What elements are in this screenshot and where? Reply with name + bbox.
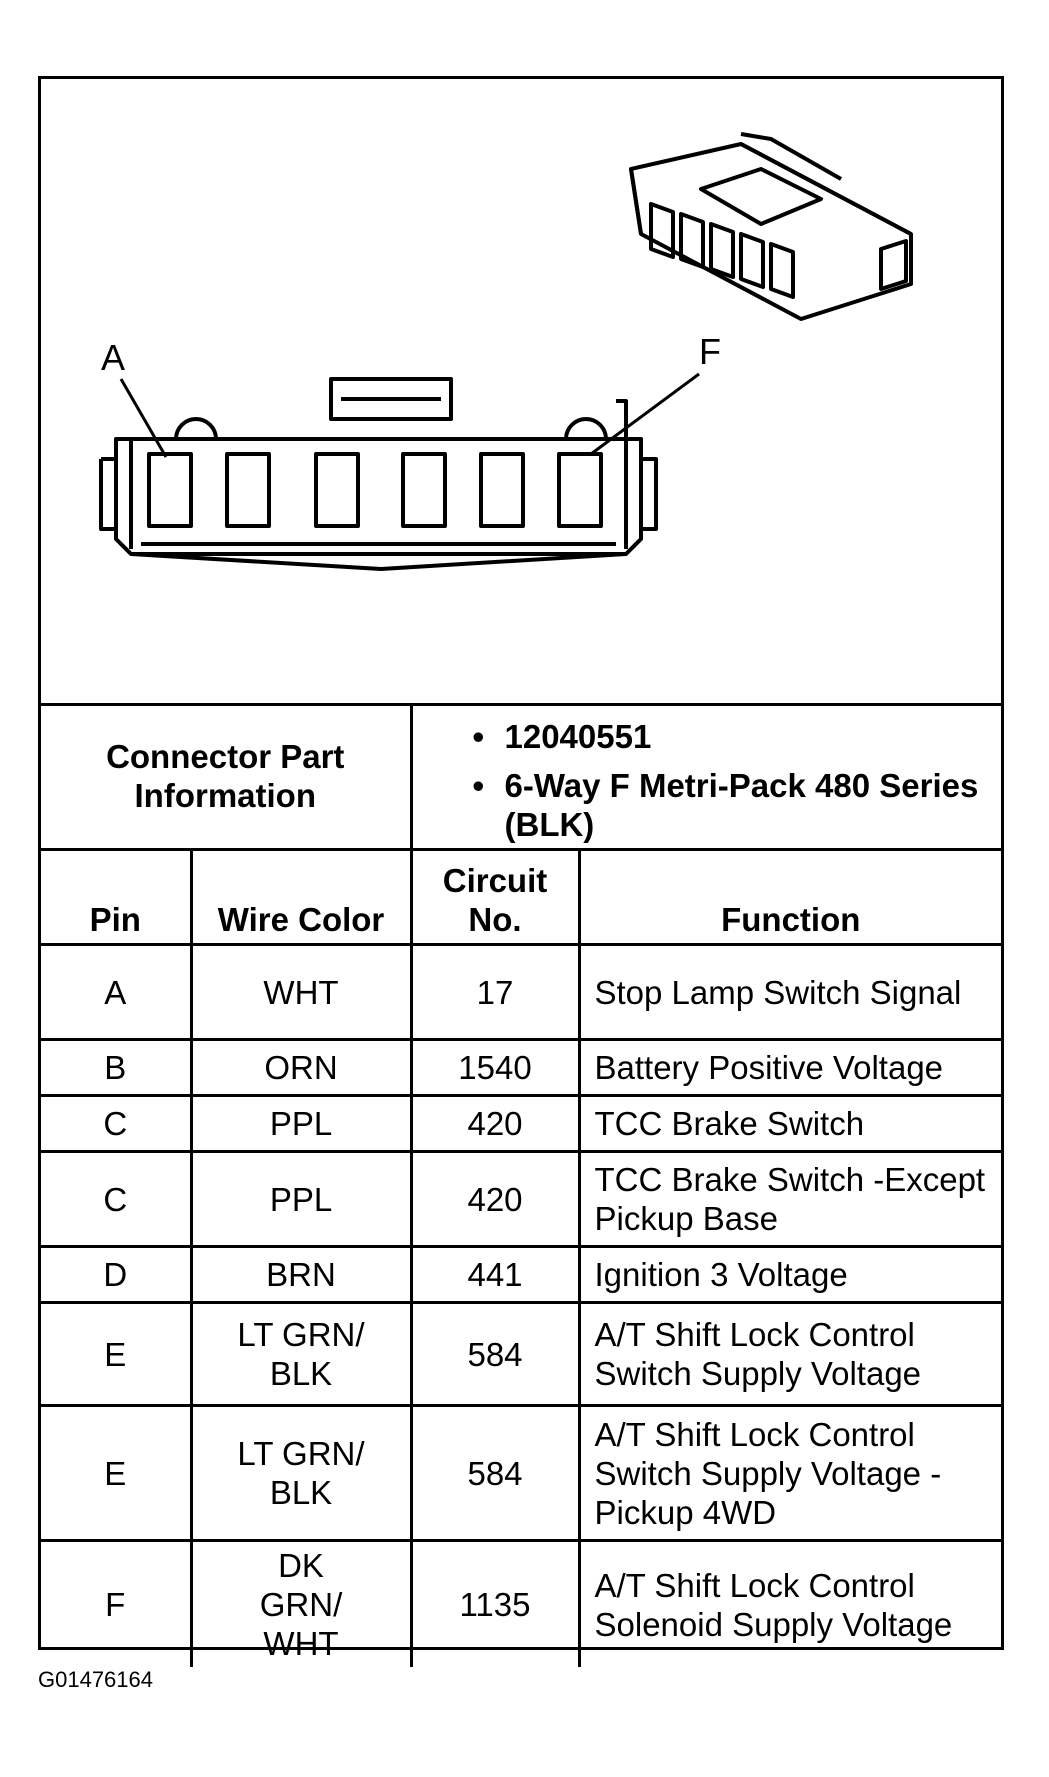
wire-color-cell: PPL: [189, 1150, 413, 1248]
pin-cell: E: [41, 1404, 193, 1542]
connector-type: 6-Way F Metri-Pack 480 Series (BLK): [473, 766, 988, 844]
pin-cell: D: [41, 1245, 193, 1304]
wire-color-cell: BRN: [189, 1245, 413, 1304]
part-number: 12040551: [473, 717, 988, 756]
wire-color-cell: LT GRN/ BLK: [189, 1404, 413, 1542]
header-function: Function: [577, 848, 1001, 946]
header-circuit: Circuit No.: [409, 848, 581, 946]
circuit-cell: 1540: [409, 1038, 581, 1097]
function-cell: TCC Brake Switch: [577, 1094, 1001, 1153]
pin-cell: C: [41, 1094, 193, 1153]
header-pin: Pin: [41, 848, 193, 946]
circuit-cell: 17: [409, 943, 581, 1041]
function-cell: A/T Shift Lock Control Switch Supply Vol…: [577, 1301, 1001, 1407]
table-row: E LT GRN/ BLK 584 A/T Shift Lock Control…: [41, 1404, 1001, 1542]
pin-cell: C: [41, 1150, 193, 1248]
circuit-cell: 420: [409, 1150, 581, 1248]
wire-color-cell: DK GRN/ WHT: [189, 1539, 413, 1667]
function-cell: Battery Positive Voltage: [577, 1038, 1001, 1097]
connector-info-values: 12040551 6-Way F Metri-Pack 480 Series (…: [409, 703, 1001, 851]
function-cell: Ignition 3 Voltage: [577, 1245, 1001, 1304]
wire-color-cell: PPL: [189, 1094, 413, 1153]
header-row: Pin Wire Color Circuit No. Function: [41, 848, 1001, 946]
header-wire-color: Wire Color: [189, 848, 413, 946]
connector-sheet: A F Connector Part Information 12040551 …: [38, 76, 1004, 1667]
function-cell: A/T Shift Lock Control Solenoid Supply V…: [577, 1539, 1001, 1667]
circuit-cell: 584: [409, 1404, 581, 1542]
table-row: B ORN 1540 Battery Positive Voltage: [41, 1038, 1001, 1097]
pin-f-label: F: [699, 331, 721, 372]
pin-cell: A: [41, 943, 193, 1041]
pin-cell: B: [41, 1038, 193, 1097]
circuit-cell: 584: [409, 1301, 581, 1407]
pin-cell: F: [41, 1539, 193, 1667]
circuit-cell: 441: [409, 1245, 581, 1304]
table-row: F DK GRN/ WHT 1135 A/T Shift Lock Contro…: [41, 1539, 1001, 1667]
wire-color-cell: WHT: [189, 943, 413, 1041]
figure-id: G01476164: [38, 1667, 153, 1692]
function-cell: A/T Shift Lock Control Switch Supply Vol…: [577, 1404, 1001, 1542]
table-row: D BRN 441 Ignition 3 Voltage: [41, 1245, 1001, 1304]
pinout-table: Connector Part Information 12040551 6-Wa…: [41, 703, 1001, 1667]
table-row: E LT GRN/ BLK 584 A/T Shift Lock Control…: [41, 1301, 1001, 1407]
connector-drawing: [99, 132, 913, 571]
table-row: A WHT 17 Stop Lamp Switch Signal: [41, 943, 1001, 1041]
connector-info-row: Connector Part Information 12040551 6-Wa…: [41, 703, 1001, 851]
connector-illustration: A F: [41, 79, 1001, 706]
function-cell: Stop Lamp Switch Signal: [577, 943, 1001, 1041]
pin-cell: E: [41, 1301, 193, 1407]
wire-color-cell: LT GRN/ BLK: [189, 1301, 413, 1407]
wire-color-cell: ORN: [189, 1038, 413, 1097]
function-cell: TCC Brake Switch -Except Pickup Base: [577, 1150, 1001, 1248]
connector-info-label: Connector Part Information: [41, 703, 413, 851]
table-row: C PPL 420 TCC Brake Switch -Except Picku…: [41, 1150, 1001, 1248]
circuit-cell: 1135: [409, 1539, 581, 1667]
table-row: C PPL 420 TCC Brake Switch: [41, 1094, 1001, 1153]
circuit-cell: 420: [409, 1094, 581, 1153]
pin-a-label: A: [101, 337, 126, 378]
